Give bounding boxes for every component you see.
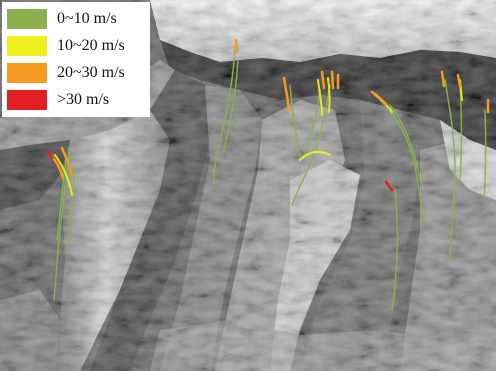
velocity-legend: 0~10 m/s 10~20 m/s 20~30 m/s >30 m/s <box>2 2 150 117</box>
legend-item-0-10: 0~10 m/s <box>7 8 117 30</box>
legend-item-20-30: 20~30 m/s <box>7 62 125 84</box>
legend-swatch-green <box>7 9 47 29</box>
legend-item-over-30: >30 m/s <box>7 89 109 111</box>
legend-swatch-red <box>7 90 47 110</box>
legend-item-10-20: 10~20 m/s <box>7 35 125 57</box>
legend-label: >30 m/s <box>57 91 110 108</box>
legend-swatch-orange <box>7 63 47 83</box>
legend-label: 10~20 m/s <box>57 37 125 54</box>
legend-swatch-yellow <box>7 36 47 56</box>
legend-label: 0~10 m/s <box>57 10 117 27</box>
legend-label: 20~30 m/s <box>57 64 125 81</box>
